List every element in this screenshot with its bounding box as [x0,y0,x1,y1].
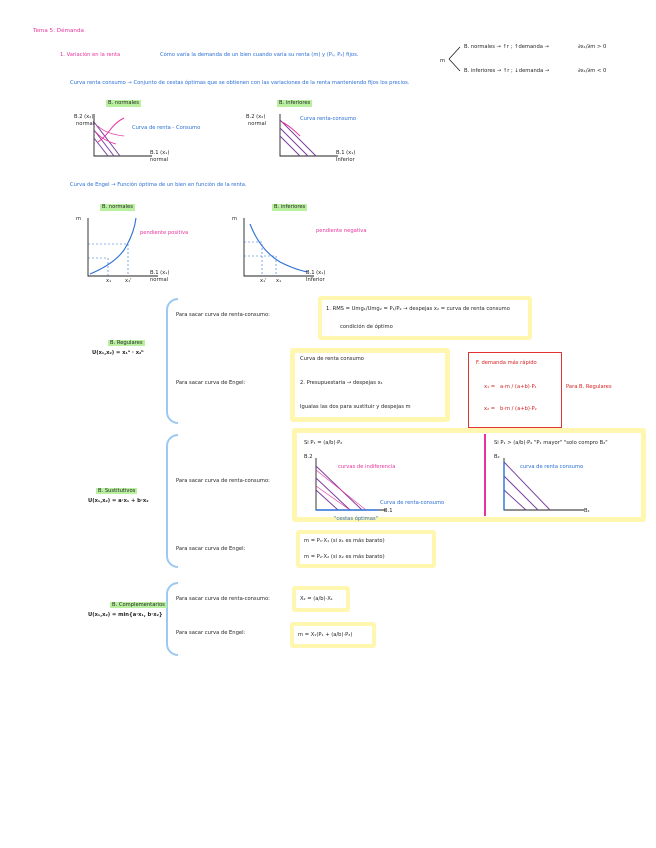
rc-normal-curve-label: Curva de renta - Consumo [132,125,201,131]
sustitutivos-case1-curve2: Curva de renta-consumo [380,500,445,506]
sustitutivos-title: B. Sustitutivos [96,488,138,494]
demand-x1: x₁ = [484,384,496,390]
rc-inferior-ylabel: B.2 (x₂) [246,114,266,120]
regulares-rc-formula: 1. RMS = Umg₁/Umg₂ = P₁/P₂ → despejas x₂… [326,306,510,312]
regulares-engel-step2: 2. Presupuestaria → despejas x₁ [300,380,383,386]
rc-inferior-xlabel: B.1 (x₁) [336,150,356,156]
tag-inferiores-rc: B. inferiores [277,100,313,107]
sustitutivos-rc-box [292,428,646,522]
regulares-title: B. Regulares [108,340,145,346]
tag-inferiores-engel: B. inferiores [272,204,308,211]
sustitutivos-case1-graph [315,458,386,511]
renta-m-label: m [440,58,446,64]
regulares-engel-step1: Curva de renta consumo [300,356,364,362]
rc-normal-graph [93,114,152,157]
sustitutivos-divider [484,434,486,516]
rc-inferior-xlabel2: Inferior [336,157,355,163]
demand-title: F. demanda más rápido [476,360,537,366]
complementarios-rc-box [292,586,350,612]
engel-normal-xlabel2: normal [150,277,169,283]
sustitutivos-case2-x: B₁ [584,508,590,514]
complementarios-rc-prompt: Para sacar curva de renta-consumo: [176,596,270,602]
sustitutivos-rc-prompt: Para sacar curva de renta-consumo: [176,478,270,484]
rc-inferior-graph [279,114,338,157]
complementarios-utility: U(x₁,x₂) = min{a·x₁, b·x₂} [88,612,163,618]
regulares-rc-note: condición de óptimo [340,324,393,330]
regulares-engel-step3: Igualas las dos para sustituir y despeja… [300,404,411,410]
sustitutivos-engel-f1: m = P₁·X₁ (si x₁ es más barato) [304,538,385,544]
demand-box [468,352,562,428]
sustitutivos-engel-f2: m = P₂·X₂ (si x₂ es más barato) [304,554,385,560]
engel-normal-xtick-1: x₁ [106,278,112,284]
regulares-utility: U(x₁,x₂) = x₁ᵃ · x₂ᵇ [92,350,144,356]
rc-normal-xlabel2: normal [150,157,169,163]
regulares-rc-prompt: Para sacar curva de renta-consumo: [176,312,270,318]
sustitutivos-engel-prompt: Para sacar curva de Engel: [176,546,246,552]
sustitutivos-case1-y: B.2 [304,454,313,460]
demand-x1-frac: a·m / (a+b)·P₁ [500,384,537,390]
sustitutivos-engel-box [296,530,436,568]
engel-normal-xlabel: B.1 (x₁) [150,270,170,276]
engel-normal-ylabel: m [76,216,82,222]
engel-normal-graph [87,217,158,277]
sustitutivos-case1-curve1: curvas de indiferencia [338,464,396,470]
engel-inferior-side-label: pendiente negativa [316,228,367,234]
complementarios-title: B. Complementarios [110,602,167,608]
engel-normal-xtick-2: x₁' [125,278,132,284]
rc-normal-ylabel2: normal [76,121,95,127]
branch-inferior: B. inferiores → ↑r ; ↓demanda → [464,68,550,74]
tag-normales-engel: B. normales [100,204,135,211]
branch-lines [448,46,461,72]
demand-note: Para B. Regulares [566,384,612,390]
regulares-engel-prompt: Para sacar curva de Engel: [176,380,246,386]
engel-definition: Curva de Engel → Función óptima de un bi… [70,182,247,188]
engel-inferior-ylabel: m [232,216,238,222]
sustitutivos-case2-y: B₂ [494,454,500,460]
section-heading: 1. Variación en la renta [60,52,121,58]
sustitutivos-case2-graph [503,458,584,511]
sustitutivos-case1-opt: "cestas óptimas" [334,516,378,522]
complementarios-engel-box [290,622,376,648]
engel-inferior-graph [243,218,314,277]
page-title: Tema 5: Démanda [33,28,84,34]
sustitutivos-case1: Si P₁ = (a/b)·P₂ [304,440,343,446]
rc-normal-xlabel: B.1 (x₁) [150,150,170,156]
regulares-engel-box [290,348,450,422]
rc-inferior-curve-label: Curva renta-consumo [300,116,357,122]
complementarios-engel-prompt: Para sacar curva de Engel: [176,630,246,636]
engel-normal-side-label: pendiente positiva [140,230,189,236]
branch-normal: B. normales → ↑r ; ↑demanda → [464,44,549,50]
engel-inferior-xtick-2: x₁ [276,278,282,284]
complementarios-rc-formula: X₂ = (a/b)·X₁ [300,596,333,602]
rc-normal-ylabel: B.2 (x₂) [74,114,94,120]
demand-x2: x₂ = [484,406,496,412]
sustitutivos-case2: Si P₁ > (a/b)·P₂ "P₁ mayor" "solo compro… [494,440,608,446]
sustitutivos-utility: U(x₁,x₂) = a·x₁ + b·x₂ [88,498,149,504]
rc-inferior-ylabel2: normal [248,121,267,127]
engel-inferior-xlabel: B.1 (x₁) [306,270,326,276]
branch-normal-frac: ∂x₁/∂m > 0 [578,44,607,50]
branch-inferior-frac: ∂x₁/∂m < 0 [578,68,607,74]
section-description: Cómo varía la demanda de un bien cuando … [160,52,359,58]
engel-inferior-xtick-1: x₁' [260,278,267,284]
sustitutivos-case1-x: B.1 [384,508,393,514]
demand-x2-frac: b·m / (a+b)·P₂ [500,406,537,412]
complementarios-brace [166,582,178,656]
complementarios-engel-formula: m = X₁(P₁ + (a/b)·P₂) [298,632,353,638]
regulares-rc-box [318,296,532,340]
sustitutivos-case2-curve: curva de renta consumo [520,464,584,470]
curva-renta-definition: Curva renta consumo → Conjunto de cestas… [70,80,410,86]
tag-normales-rc: B. normales [106,100,141,107]
engel-inferior-xlabel2: Inferior [306,277,325,283]
